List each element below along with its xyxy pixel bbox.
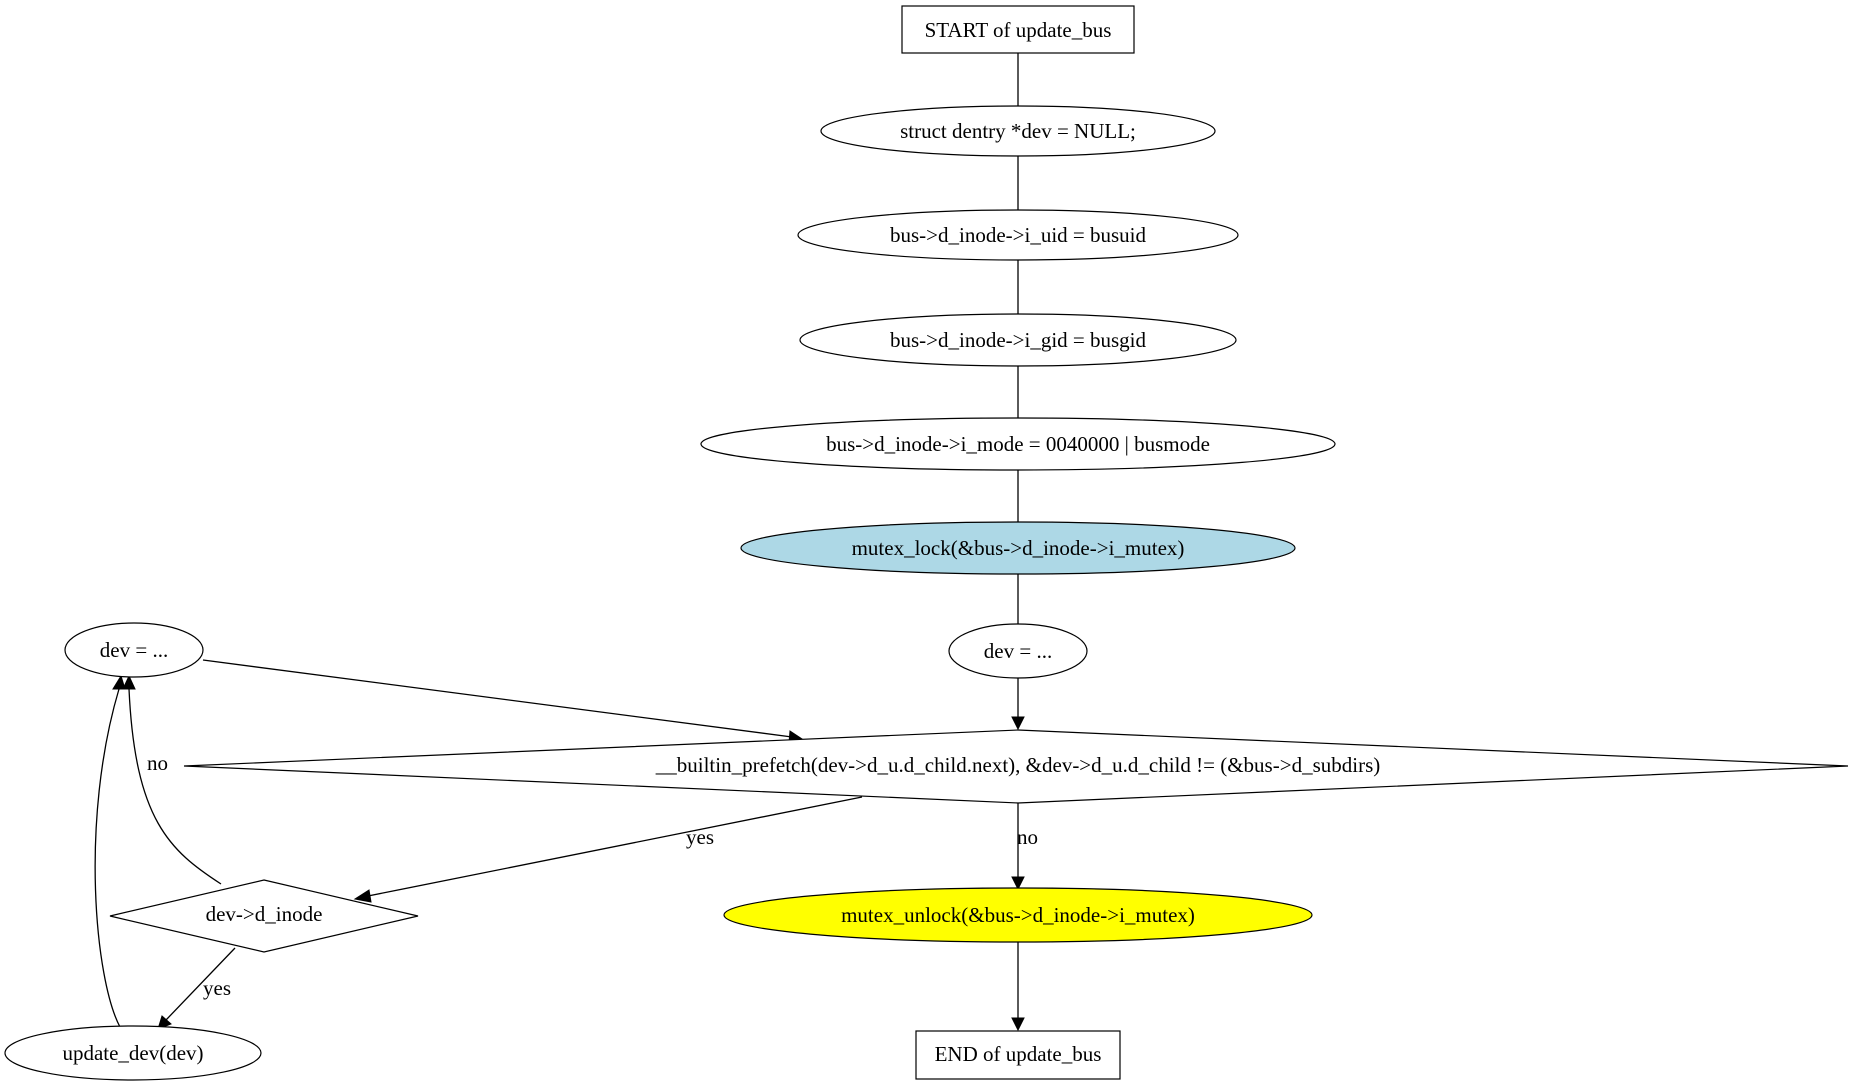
decl-dev-node[interactable]: struct dentry *dev = NULL; [820,105,1216,157]
mutex-unlock-node-label: mutex_unlock(&bus->d_inode->i_mutex) [841,903,1195,927]
edge-loop-cond-to-check-inode [353,796,863,903]
edge-check-inode-to-dev-next [122,674,222,885]
edge-label-check-inode-no: no [147,751,168,775]
decl-dev-node-label: struct dentry *dev = NULL; [900,119,1136,143]
nodes: START of update_bus struct dentry *dev =… [4,5,1849,1081]
start-node-label: START of update_bus [925,18,1112,42]
mutex-lock-node-ellipse [740,521,1296,575]
edge-label-loop-no: no [1017,825,1038,849]
set-mode-node[interactable]: bus->d_inode->i_mode = 0040000 | busmode [700,417,1336,471]
check-inode-diamond [109,879,419,953]
edge-update-dev-to-dev-next [94,674,126,1028]
set-mode-node-ellipse [700,417,1336,471]
edge-loop-cond-to-mutex-unlock [1011,803,1025,891]
decl-dev-node-ellipse [820,105,1216,157]
update-dev-node[interactable]: update_dev(dev) [4,1025,262,1081]
mutex-lock-node[interactable]: mutex_lock(&bus->d_inode->i_mutex) [740,521,1296,575]
set-mode-node-label: bus->d_inode->i_mode = 0040000 | busmode [826,432,1210,456]
dev-init-node[interactable]: dev = ... [948,623,1088,679]
end-node[interactable]: END of update_bus [915,1030,1121,1080]
dev-init-node-label: dev = ... [984,639,1052,663]
update-dev-node-label: update_dev(dev) [62,1041,203,1065]
dev-next-node[interactable]: dev = ... [64,622,204,678]
edge-label-loop-yes: yes [686,825,714,849]
mutex-lock-node-label: mutex_lock(&bus->d_inode->i_mutex) [852,536,1185,560]
update-dev-node-ellipse [4,1025,262,1081]
loop-condition-node[interactable]: __builtin_prefetch(dev->d_u.d_child.next… [183,729,1849,804]
mutex-unlock-node-ellipse [723,887,1313,943]
dev-next-node-label: dev = ... [100,638,168,662]
edge-label-check-inode-yes: yes [203,976,231,1000]
dev-next-node-ellipse [64,622,204,678]
end-node-box [915,1030,1121,1080]
set-uid-node-label: bus->d_inode->i_uid = busuid [890,223,1147,247]
check-inode-node[interactable]: dev->d_inode [109,879,419,953]
edge-dev-init-to-loop-cond [1011,678,1025,731]
check-inode-label: dev->d_inode [206,902,323,926]
set-gid-node-ellipse [799,313,1237,367]
set-uid-node-ellipse [797,209,1239,261]
set-uid-node[interactable]: bus->d_inode->i_uid = busuid [797,209,1239,261]
edge-labels: yes no no yes [147,751,1038,1000]
end-node-label: END of update_bus [935,1042,1102,1066]
edge-mutex-unlock-to-end [1011,941,1025,1032]
edge-dev-next-to-loop-cond [202,659,804,744]
set-gid-node-label: bus->d_inode->i_gid = busgid [890,328,1147,352]
loop-condition-diamond [183,729,1849,804]
dev-init-node-ellipse [948,623,1088,679]
start-node[interactable]: START of update_bus [901,5,1135,54]
loop-condition-label: __builtin_prefetch(dev->d_u.d_child.next… [655,753,1380,777]
mutex-unlock-node[interactable]: mutex_unlock(&bus->d_inode->i_mutex) [723,887,1313,943]
start-node-box [901,5,1135,54]
set-gid-node[interactable]: bus->d_inode->i_gid = busgid [799,313,1237,367]
